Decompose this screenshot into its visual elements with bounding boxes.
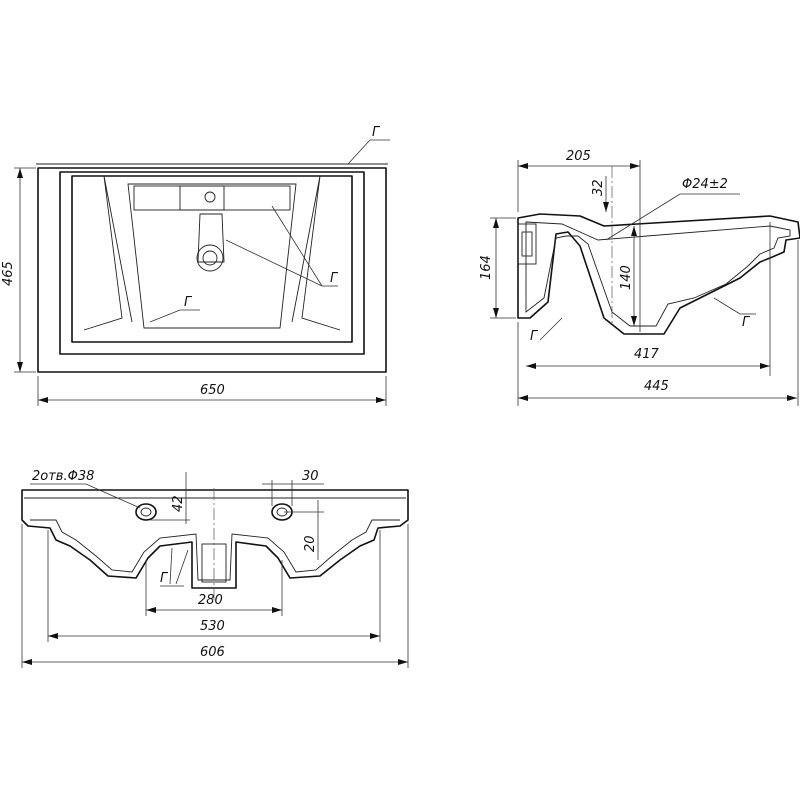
top-view-left-taper <box>83 175 133 331</box>
side-view-label-g2: Г <box>742 315 751 330</box>
side-view-inner-profile <box>525 221 791 327</box>
side-view-label-445: 445 <box>644 379 669 394</box>
front-view-profile <box>21 489 409 589</box>
side-view-leader-g2 <box>713 297 741 315</box>
front-view-label-606: 606 <box>200 645 225 660</box>
top-view-bowl <box>127 183 297 329</box>
side-view-hole-label: Φ24±2 <box>682 177 728 192</box>
top-view-label-g2: Г <box>330 271 339 286</box>
top-view-depth-label: 465 <box>1 261 16 286</box>
front-view-label-20: 20 <box>303 535 318 552</box>
side-view-label-164: 164 <box>479 255 494 280</box>
top-view-overflow <box>133 185 291 211</box>
top-view-basin <box>71 175 353 343</box>
side-view-back-slot <box>521 231 533 257</box>
top-view-drain-outer <box>196 244 224 272</box>
side-view-label-417: 417 <box>634 347 660 362</box>
front-view-label-280: 280 <box>198 593 223 608</box>
top-view-inner-rim <box>59 171 365 355</box>
top-view-leader-3 <box>271 205 323 287</box>
front-view-leader-g1 <box>169 547 173 585</box>
front-view-leader-g2 <box>175 549 189 585</box>
side-view-label-32: 32 <box>591 179 606 196</box>
top-view-leader-4 <box>149 309 181 323</box>
top-view-label-g3: Г <box>184 295 193 310</box>
front-view-label-530: 530 <box>200 619 225 634</box>
top-view-tap-hole <box>204 191 216 203</box>
top-view-tap-deck <box>179 185 225 211</box>
front-view-hole-left <box>135 503 157 521</box>
side-view: 205 Φ24±2 32 164 140 Г Г 417 445 <box>479 149 800 406</box>
top-view: Г Г Г 650 465 <box>1 125 390 406</box>
side-view-back-block <box>517 223 537 265</box>
front-view-holes-leader <box>85 483 141 509</box>
front-view-inner-contour <box>30 519 400 581</box>
side-view-leader-g1 <box>539 317 563 341</box>
front-view-label-g: Г <box>160 571 169 586</box>
top-view-label-g1: Г <box>372 125 381 140</box>
front-view: 2отв.Φ38 42 30 20 Г 280 530 <box>21 469 409 668</box>
top-view-outline <box>37 167 387 373</box>
top-view-drain-channel <box>197 213 225 263</box>
front-view-label-42: 42 <box>171 495 186 512</box>
side-view-dim-164-arrows <box>493 218 499 318</box>
side-view-hole-leader <box>605 193 681 241</box>
side-view-label-140: 140 <box>619 265 634 290</box>
front-view-holes-label: 2отв.Φ38 <box>32 469 94 484</box>
side-view-label-205: 205 <box>566 149 591 164</box>
side-view-profile <box>517 213 800 335</box>
front-view-label-30: 30 <box>302 469 319 484</box>
side-view-label-g1: Г <box>530 329 539 344</box>
top-view-width-label: 650 <box>200 383 225 398</box>
top-view-right-taper <box>291 175 341 331</box>
front-view-hole-left-inner <box>140 507 152 517</box>
top-view-leader-2 <box>225 239 323 287</box>
top-view-leader-1 <box>347 139 371 165</box>
top-view-drain-inner <box>202 250 218 266</box>
side-view-dim-32-arrow <box>603 202 609 212</box>
side-view-dim-140-arrows <box>631 226 637 326</box>
